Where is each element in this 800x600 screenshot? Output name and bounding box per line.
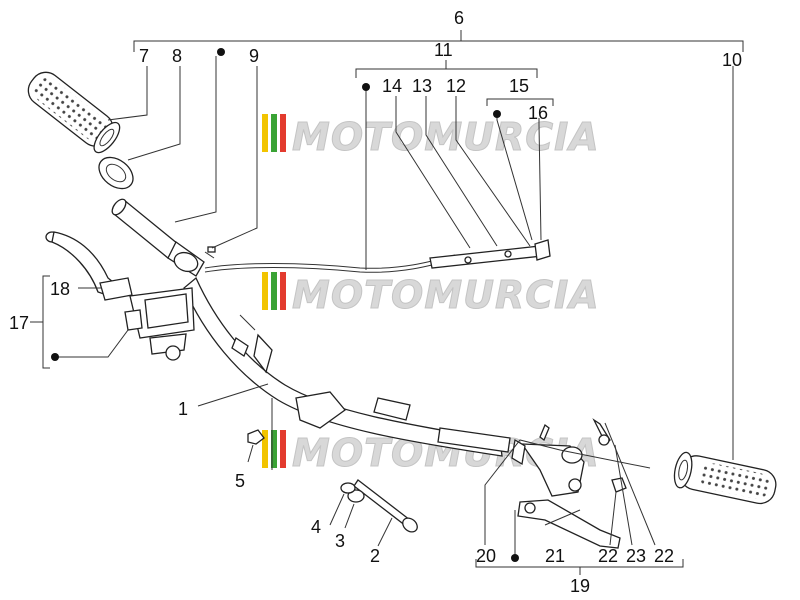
watermark-stripe-red [280,272,286,310]
callout-4: 4 [311,517,321,537]
lever-nut-part [611,477,627,493]
callout-14: 14 [382,76,402,96]
washer-part [98,156,134,190]
master-cylinder-part [124,287,195,361]
callout-8: 8 [172,46,182,66]
left-grip-part [27,71,121,154]
bracket-lines [30,30,744,575]
watermark-text: MOTOMURCIA [292,273,600,317]
throttle-tube-part [111,198,205,277]
throttle-cable-part [204,254,456,273]
callout-10: 10 [722,50,742,70]
watermark-stripe-yellow [262,430,268,468]
lever-screw-part [592,418,611,446]
callout-13: 13 [412,76,432,96]
bullet-dot [51,353,59,361]
watermark-stripe-green [271,430,277,468]
watermark-2: MOTOMURCIA [262,272,600,318]
callout-labels: 6 7 8 9 11 10 14 13 12 15 16 18 17 1 5 4… [9,8,742,596]
washer-4-part [340,482,356,494]
watermark-stripe-green [271,272,277,310]
callout-11: 11 [434,40,453,60]
watermark-stripe-yellow [262,114,268,152]
callout-2: 2 [370,546,380,566]
callout-20: 20 [476,546,496,566]
callout-5: 5 [235,471,245,491]
callout-15: 15 [509,76,529,96]
nut-part [247,429,265,445]
bullet-dot [511,554,519,562]
watermark-text: MOTOMURCIA [292,115,600,159]
bullet-dots [51,48,519,562]
bullet-dot [217,48,225,56]
callout-22-b: 22 [654,546,674,566]
callout-1: 1 [178,399,188,419]
callout-17: 17 [9,313,29,333]
right-grip-part [673,451,777,505]
right-lever-part [517,499,621,549]
leader-lines [55,56,734,555]
callout-6: 6 [454,8,464,28]
callout-21: 21 [545,546,565,566]
watermark-1: MOTOMURCIA [262,114,600,160]
callout-19: 19 [570,576,590,596]
washer-3-part [347,489,365,503]
callout-18: 18 [50,279,70,299]
callout-3: 3 [335,531,345,551]
watermark-stripe-yellow [262,272,268,310]
callout-22-a: 22 [598,546,618,566]
screw-9-part [204,246,216,259]
callout-7: 7 [139,46,149,66]
bullet-dot [362,83,370,91]
callout-9: 9 [249,46,259,66]
bolt-part [353,479,418,533]
switch-assembly-part [429,239,551,269]
left-lever-part [45,231,133,301]
handlebar-part [183,276,511,457]
watermark-stripe-red [280,114,286,152]
callout-23: 23 [626,546,646,566]
watermark-stripe-red [280,430,286,468]
callout-16: 16 [528,103,548,123]
bullet-dot [493,110,501,118]
small-screw-part [539,423,550,442]
watermark-stripe-green [271,114,277,152]
callout-12: 12 [446,76,466,96]
